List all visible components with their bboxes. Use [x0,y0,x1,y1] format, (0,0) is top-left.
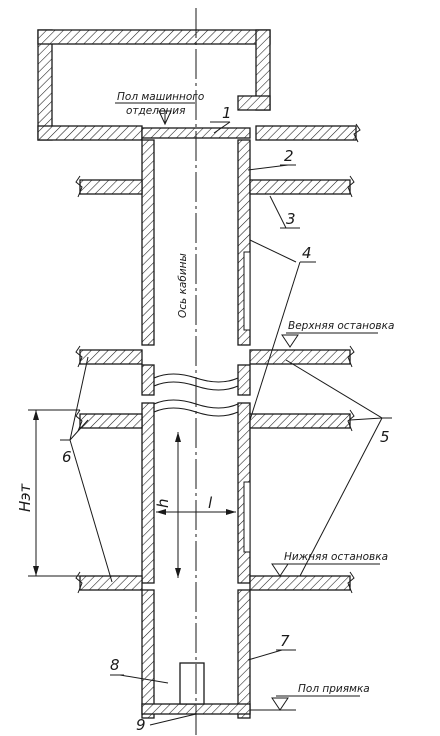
inner-dimensions [156,432,236,578]
callout-7: 7 [280,632,290,650]
floor-height-label: Hэт [16,482,34,512]
floor-slabs [75,175,355,594]
callout-9: 9 [136,716,146,734]
leader-lines [60,121,392,726]
pit-floor-label: Пол приямка [298,683,370,695]
callout-8: 8 [110,656,120,674]
cabin-axis-label: Ось кабины [177,253,189,318]
callout-5: 5 [380,428,390,446]
machine-room-floor-label-line2: отделения [126,105,185,117]
machine-room [37,29,361,143]
callout-1: 1 [222,104,232,122]
floor-height-dimension [28,409,80,577]
door-openings [243,251,251,553]
callout-3: 3 [286,210,296,228]
level-markers [115,102,380,711]
text-labels: Пол машинного отделения Ось кабины Верхн… [16,91,394,734]
machine-room-floor-label-line1: Пол машинного [117,91,204,103]
shaft-walls [141,139,251,719]
upper-stop-label: Верхняя остановка [288,320,394,332]
callout-6: 6 [62,448,72,466]
callout-4: 4 [302,244,312,262]
lower-stop-label: Нижняя остановка [284,551,388,563]
dim-h-label: h [154,498,172,508]
buffer [179,662,205,705]
dim-l-label: l [208,494,213,512]
callout-2: 2 [284,147,294,165]
